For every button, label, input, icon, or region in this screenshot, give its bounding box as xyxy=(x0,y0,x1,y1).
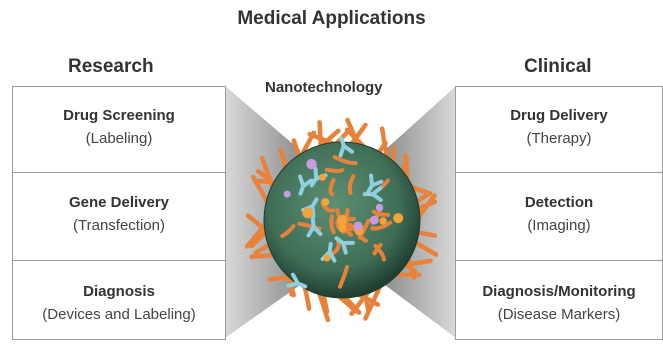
research-item-sub: (Devices and Labeling) xyxy=(42,306,196,323)
polymer-strand xyxy=(332,154,358,166)
antibody-icon xyxy=(286,272,308,289)
research-item-title: Drug Screening xyxy=(63,107,175,124)
payload-dot xyxy=(318,173,326,181)
antibody-icon xyxy=(365,173,384,195)
polymer-strand xyxy=(329,214,336,235)
payload-dot xyxy=(336,214,348,226)
payload-dot xyxy=(323,254,331,262)
payload-dot xyxy=(321,197,330,207)
polymer-strand xyxy=(347,174,356,195)
nanotechnology-label: Nanotechnology xyxy=(265,79,383,96)
payload-dot xyxy=(338,223,347,233)
antibody-icon xyxy=(338,136,354,158)
research-box-diagnosis: Diagnosis (Devices and Labeling) xyxy=(12,260,226,340)
clinical-item-title: Diagnosis/Monitoring xyxy=(482,283,636,300)
clinical-heading: Clinical xyxy=(524,56,592,77)
polymer-strand xyxy=(370,220,393,231)
antibody-icon xyxy=(334,236,355,255)
clinical-box-detection: Detection (Imaging) xyxy=(455,172,663,261)
polymer-strand xyxy=(357,218,371,240)
research-item-title: Gene Delivery xyxy=(68,194,170,211)
payload-dot xyxy=(302,207,314,219)
polymer-strand xyxy=(328,177,336,197)
research-heading: Research xyxy=(68,56,154,77)
research-item-sub: (Labeling) xyxy=(85,130,153,147)
clinical-box-drug-delivery: Drug Delivery (Therapy) xyxy=(455,86,663,173)
diagram-title: Medical Applications xyxy=(237,8,426,29)
payload-dot xyxy=(353,221,363,231)
clinical-item-title: Drug Delivery xyxy=(510,107,608,124)
research-box-gene-delivery: Gene Delivery (Transfection) xyxy=(12,172,226,261)
polymer-strand xyxy=(331,240,341,256)
payload-dot xyxy=(369,215,379,225)
antibody-icon xyxy=(298,174,314,196)
payload-dot xyxy=(375,203,384,212)
research-box-drug-screening: Drug Screening (Labeling) xyxy=(12,86,226,173)
payload-dot xyxy=(306,158,317,170)
payload-dot xyxy=(283,190,291,198)
polymer-strand xyxy=(324,167,345,173)
polymer-strand xyxy=(297,221,322,231)
clinical-box-diagnosis-monitoring: Diagnosis/Monitoring (Disease Markers) xyxy=(455,260,663,340)
payload-dot xyxy=(393,213,404,224)
payload-dot xyxy=(379,217,387,225)
research-item-sub: (Transfection) xyxy=(73,217,165,234)
clinical-item-sub: (Therapy) xyxy=(526,130,592,147)
clinical-item-sub: (Imaging) xyxy=(527,217,591,234)
funnel-left-1 xyxy=(225,86,300,196)
research-item-title: Diagnosis xyxy=(83,283,155,300)
polymer-strand xyxy=(372,243,383,256)
antibody-icon xyxy=(362,185,383,202)
polymer-strand xyxy=(337,265,350,289)
antibody-icon xyxy=(306,216,323,238)
clinical-item-sub: (Disease Markers) xyxy=(497,306,621,323)
polymer-strand xyxy=(280,224,296,238)
clinical-item-title: Detection xyxy=(524,194,594,211)
nanoparticle-icon xyxy=(244,117,439,323)
